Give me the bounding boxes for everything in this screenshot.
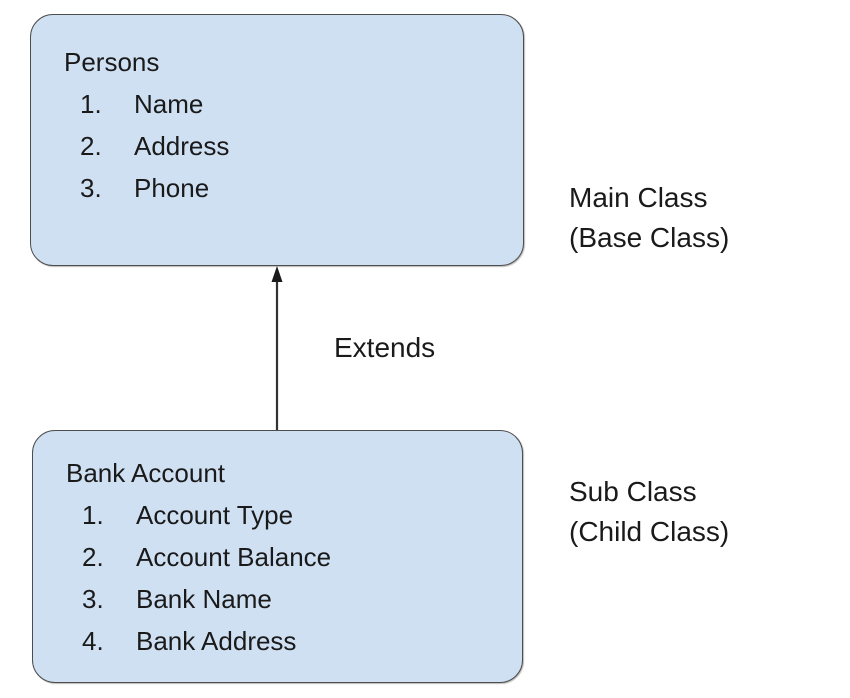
member-label: Phone [134, 173, 210, 203]
member-label: Name [134, 89, 204, 119]
annotation-sub-class-line1: Sub Class [569, 476, 697, 507]
class-title-bank-account: Bank Account [66, 458, 225, 488]
member-number: 3. [80, 173, 102, 203]
member-list-persons: 1. Name 2. Address 3. Phone [64, 83, 513, 209]
member-number: 3. [82, 584, 104, 614]
annotation-sub-class: Sub Class (Child Class) [569, 472, 729, 552]
inheritance-connector[interactable] [255, 258, 301, 438]
member-row: 1. Name [64, 83, 513, 125]
class-box-persons[interactable]: Persons 1. Name 2. Address 3. Phone [30, 14, 524, 266]
relationship-label-extends: Extends [334, 332, 436, 363]
class-box-persons-content: Persons 1. Name 2. Address 3. Phone [64, 41, 513, 209]
annotation-main-class-line2: (Base Class) [569, 222, 730, 253]
arrowhead-icon [271, 266, 283, 282]
annotation-main-class: Main Class (Base Class) [569, 178, 729, 258]
member-number: 1. [80, 89, 102, 119]
class-box-bank-account-content: Bank Account 1. Account Type 2. Account … [66, 452, 512, 662]
class-box-bank-account[interactable]: Bank Account 1. Account Type 2. Account … [32, 430, 523, 683]
member-number: 1. [82, 500, 104, 530]
member-label: Bank Address [136, 626, 297, 656]
annotation-main-class-line1: Main Class [569, 182, 708, 213]
class-title-persons: Persons [64, 47, 160, 77]
member-number: 4. [82, 626, 104, 656]
member-label: Bank Name [136, 584, 272, 614]
member-list-bank-account: 1. Account Type 2. Account Balance 3. Ba… [66, 494, 512, 662]
member-number: 2. [82, 542, 104, 572]
member-row: 3. Bank Name [66, 578, 512, 620]
member-number: 2. [80, 131, 102, 161]
member-label: Address [134, 131, 230, 161]
member-row: 2. Account Balance [66, 536, 512, 578]
member-label: Account Balance [136, 542, 332, 572]
annotation-sub-class-line2: (Child Class) [569, 516, 730, 547]
member-label: Account Type [136, 500, 294, 530]
member-row: 4. Bank Address [66, 620, 512, 662]
member-row: 1. Account Type [66, 494, 512, 536]
member-row: 2. Address [64, 125, 513, 167]
member-row: 3. Phone [64, 167, 513, 209]
